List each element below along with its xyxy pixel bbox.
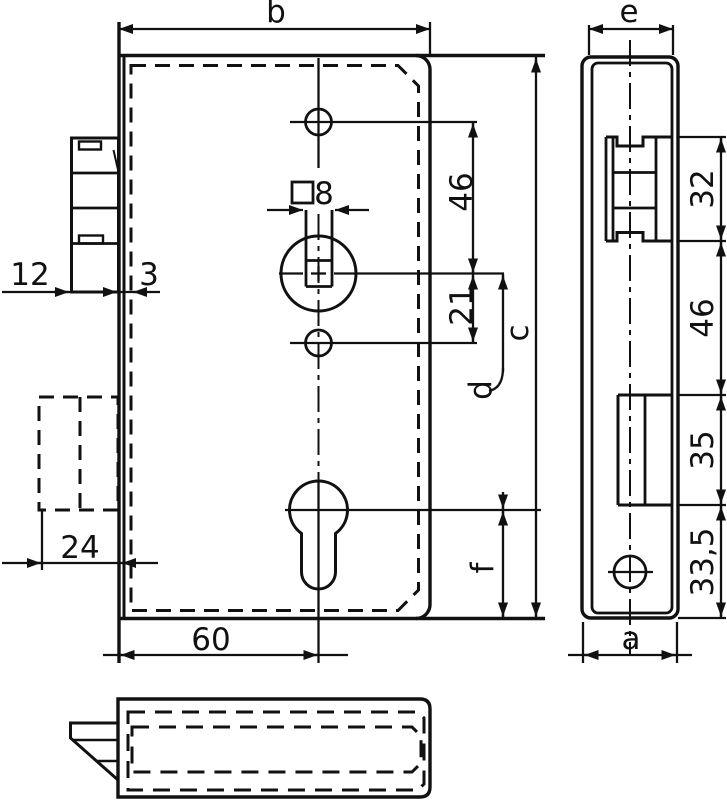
dim-label-60: 60 (191, 622, 230, 658)
dim-d-hook (488, 367, 505, 393)
dim-label-46-side: 46 (685, 298, 721, 337)
dim-label-3: 3 (139, 257, 159, 293)
dim-label-a: a (622, 621, 641, 657)
latch-bevel-line (112, 149, 120, 173)
dim-label-35: 35 (685, 430, 721, 469)
front-view: 8 (37, 22, 545, 663)
dim-label-b: b (266, 0, 286, 30)
dim-label-24: 24 (60, 530, 99, 566)
dim-label-d: d (463, 380, 499, 400)
square-symbol-icon (290, 180, 315, 205)
side-latch-top (606, 135, 672, 148)
side-dimensions: e 32 46 35 33,5 a (568, 0, 726, 663)
bottom-view (69, 697, 432, 799)
dim-label-c: c (500, 324, 536, 341)
bottom-hidden-outline-inner (130, 725, 423, 774)
side-latch-bottom (606, 231, 672, 243)
side-view (580, 40, 680, 655)
dim-label-33-5: 33,5 (685, 527, 721, 596)
dim-label-e: e (619, 0, 638, 30)
case-corner-top-right (415, 53, 432, 70)
bottom-outer-outline (116, 697, 432, 799)
front-dimensions: b 12 3 24 46 21 d c (2, 0, 541, 660)
latch-notch-top (77, 140, 103, 151)
dim-label-32: 32 (685, 169, 721, 208)
dim-label-12: 12 (10, 257, 49, 293)
dim-label-f: f (465, 561, 501, 573)
dim-label-square8: 8 (314, 176, 334, 212)
euro-cylinder-hole (288, 479, 349, 591)
bottom-hidden-outline-outer (126, 710, 426, 792)
case-hidden-inner-outline (129, 64, 420, 612)
dim-label-46-front: 46 (444, 172, 480, 211)
bottom-latch-wedge (69, 721, 119, 782)
dim-label-21: 21 (444, 286, 480, 325)
latch-notch-bottom (77, 234, 105, 245)
side-inner-outline (590, 61, 674, 615)
